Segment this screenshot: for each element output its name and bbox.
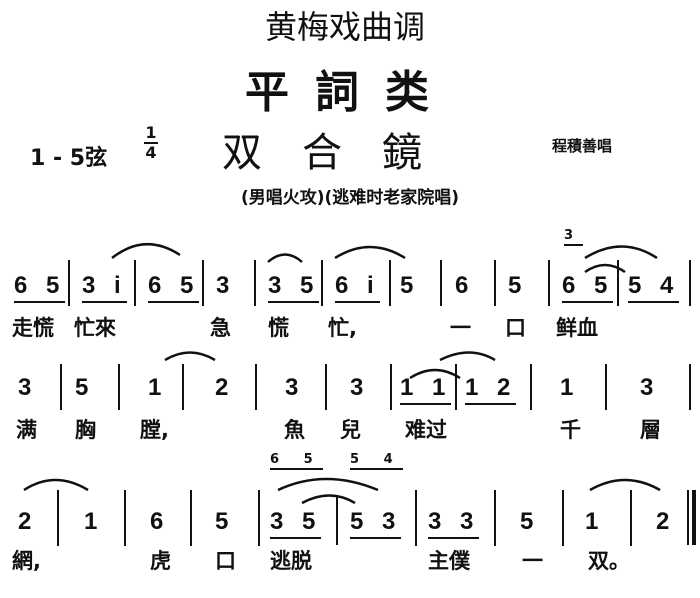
lyric: 一 bbox=[450, 316, 471, 340]
note: 1 bbox=[84, 508, 104, 535]
lyric: 逃脱 bbox=[270, 549, 312, 573]
singer-credit: 程積善唱 bbox=[552, 137, 613, 155]
barline bbox=[605, 364, 607, 410]
barline bbox=[494, 490, 496, 546]
note: 5 3 bbox=[350, 508, 402, 539]
note: 1 2 bbox=[465, 374, 517, 405]
lyric: 千 bbox=[560, 418, 581, 442]
note: 3 i bbox=[82, 272, 127, 303]
lyric: 膛, bbox=[140, 418, 169, 442]
lyric: 满 bbox=[16, 418, 37, 442]
time-numerator: 1 bbox=[145, 123, 157, 142]
lyric: 难过 bbox=[405, 418, 447, 442]
grace-note: 5 4 bbox=[350, 452, 403, 470]
lyric: 急 bbox=[210, 316, 231, 340]
lyric: 主僕 bbox=[428, 549, 470, 573]
note: 5 4 bbox=[628, 272, 680, 303]
lyric: 忙, bbox=[328, 316, 357, 340]
note: 5 bbox=[520, 508, 540, 535]
barline bbox=[202, 260, 204, 306]
lyric: 網, bbox=[12, 549, 41, 573]
barline bbox=[548, 260, 550, 306]
lyric: 魚 bbox=[284, 418, 305, 442]
barline bbox=[57, 490, 59, 546]
note: 3 5 bbox=[268, 272, 320, 303]
lyric: 走慌 bbox=[12, 316, 54, 340]
barline bbox=[455, 364, 457, 410]
note: 1 bbox=[148, 374, 168, 401]
barline bbox=[530, 364, 532, 410]
song-title: 双合鏡 bbox=[222, 130, 462, 176]
barline bbox=[68, 260, 70, 306]
barline bbox=[689, 260, 691, 306]
barline bbox=[118, 364, 120, 410]
note: 1 bbox=[560, 374, 580, 401]
note: 6 bbox=[150, 508, 170, 535]
grace-note: 6 5 bbox=[270, 452, 323, 470]
barline bbox=[190, 490, 192, 546]
lyric: 鲜血 bbox=[556, 316, 598, 340]
barline bbox=[415, 490, 417, 546]
note: 6 5 bbox=[14, 272, 66, 303]
barline bbox=[255, 364, 257, 410]
page-title: 黄梅戏曲调 bbox=[264, 8, 425, 46]
barline bbox=[494, 260, 496, 306]
barline bbox=[254, 260, 256, 306]
note: 5 bbox=[508, 272, 528, 299]
barline bbox=[325, 364, 327, 410]
note: 6 bbox=[455, 272, 475, 299]
lyric: 双。 bbox=[588, 549, 630, 573]
note: 3 bbox=[350, 374, 370, 401]
barline bbox=[562, 490, 564, 546]
barline bbox=[630, 490, 632, 546]
note: 1 bbox=[585, 508, 605, 535]
note: 3 bbox=[18, 374, 38, 401]
note: 3 bbox=[216, 272, 236, 299]
note: 5 bbox=[400, 272, 420, 299]
barline bbox=[440, 260, 442, 306]
barline bbox=[617, 260, 619, 306]
barline bbox=[321, 260, 323, 306]
barline bbox=[258, 490, 260, 546]
barline bbox=[390, 364, 392, 410]
note: 3 bbox=[285, 374, 305, 401]
barline bbox=[124, 490, 126, 546]
category-heading: 平詞类 bbox=[245, 67, 455, 118]
note: 2 bbox=[656, 508, 676, 535]
key-signature: 1 - 5弦 bbox=[30, 146, 108, 171]
lyric: 慌 bbox=[268, 316, 289, 340]
note: 5 bbox=[75, 374, 95, 401]
grace-note: 3 bbox=[564, 228, 584, 246]
lyric: 口 bbox=[505, 316, 526, 340]
lyric: 兒 bbox=[340, 418, 361, 442]
lyric: 胸 bbox=[75, 418, 96, 442]
barline bbox=[60, 364, 62, 410]
barline bbox=[389, 260, 391, 306]
lyric: 層 bbox=[640, 418, 661, 442]
note: 6 i bbox=[335, 272, 380, 303]
subtitle: (男唱火攻)(逃难时老家院唱) bbox=[240, 188, 460, 208]
note: 3 5 bbox=[270, 508, 322, 539]
note: 5 bbox=[215, 508, 235, 535]
note: 6 5 bbox=[148, 272, 200, 303]
note: 2 bbox=[215, 374, 235, 401]
time-denominator: 4 bbox=[145, 143, 157, 162]
lyric: 一 bbox=[522, 549, 543, 573]
barline bbox=[336, 495, 338, 545]
note: 3 bbox=[640, 374, 660, 401]
note: 6 5 bbox=[562, 272, 614, 303]
lyric: 忙來 bbox=[74, 316, 116, 340]
note: 1 1 bbox=[400, 374, 452, 405]
barline bbox=[182, 364, 184, 410]
lyric: 虎 bbox=[150, 549, 171, 573]
barline bbox=[689, 364, 691, 410]
barline bbox=[134, 260, 136, 306]
note: 2 bbox=[18, 508, 38, 535]
note: 3 3 bbox=[428, 508, 480, 539]
lyric: 口 bbox=[215, 549, 236, 573]
